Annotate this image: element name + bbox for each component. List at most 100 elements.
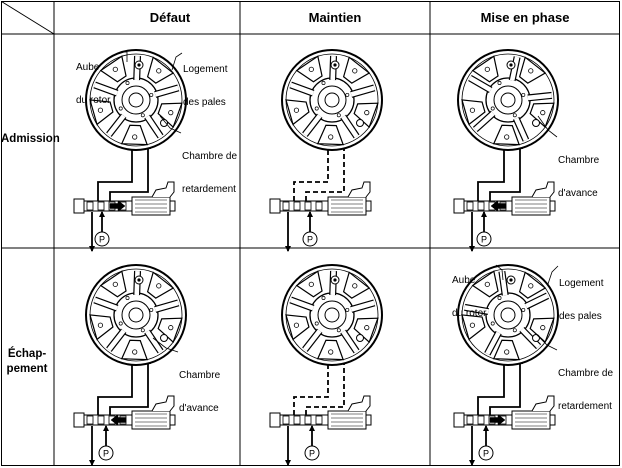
hub-hole xyxy=(490,106,495,111)
exhaust-hold-oil-control-valve xyxy=(269,395,372,430)
hub-hole xyxy=(140,113,145,118)
hub-hole xyxy=(490,321,495,326)
rotor-bore xyxy=(500,307,516,323)
rotor-vane-core xyxy=(520,327,541,349)
bolt-hole xyxy=(484,66,490,72)
valve-endcap xyxy=(453,198,465,214)
pump-label: P xyxy=(481,235,487,245)
rotor-vane-core xyxy=(303,114,322,137)
hub-hole xyxy=(512,328,517,333)
exhaust-default-spool-direction-arrow xyxy=(110,413,127,427)
spool-land xyxy=(293,415,301,425)
spool-land xyxy=(315,415,323,425)
bolt-hole xyxy=(528,283,534,289)
intake-phasing-oil-line-a xyxy=(477,141,507,201)
spool-land xyxy=(282,415,290,425)
bolt-hole xyxy=(156,68,162,74)
bolt-hole xyxy=(540,325,546,331)
column-header-hold: Maintien xyxy=(308,10,362,25)
rotor-vane-core xyxy=(527,93,552,101)
rotor-vane-core xyxy=(145,330,163,353)
bolt-hole xyxy=(132,349,138,355)
side-plug xyxy=(160,334,168,342)
label-vane-housing-line1: Logement xyxy=(183,64,228,75)
side-plug xyxy=(532,119,540,127)
rotor-vane-core xyxy=(145,115,163,138)
side-plug xyxy=(356,334,364,342)
intake-hold-oil-line-b xyxy=(305,144,345,201)
label-vane-housing-intake: Logement des pales xyxy=(183,42,227,130)
rotor-vane-core xyxy=(154,85,179,97)
leader-advance-chamber-intake xyxy=(537,115,558,138)
valve-endcap xyxy=(73,198,85,214)
exhaust-default-vtc-actuator xyxy=(85,264,187,366)
label-retard-chamber-intake: Chambre de retardement xyxy=(182,129,237,217)
rotor-bore xyxy=(324,92,340,108)
leader-vane-housing-exhaust xyxy=(547,265,559,285)
intake-default-oil-control-valve xyxy=(73,181,176,216)
rotor-bore xyxy=(324,307,340,323)
label-rotor-vane-intake: Aube du rotor xyxy=(76,40,110,128)
pump-circle xyxy=(302,231,318,247)
hub-hole xyxy=(497,296,502,300)
intake-phasing-oil-control-valve xyxy=(453,181,556,216)
bolt-hole xyxy=(540,110,546,116)
rotor-vane-core xyxy=(350,300,375,312)
label-vane-housing-line2: des pales xyxy=(183,97,226,108)
label-vane-housing-ex-line2: des pales xyxy=(559,311,602,322)
corner-diagonal xyxy=(1,1,55,35)
leader-rotor-vane-intake xyxy=(120,51,128,62)
rotor-vane-core xyxy=(93,82,118,96)
exhaust-default-oil-line-b xyxy=(109,358,151,415)
spool-land xyxy=(86,415,94,425)
lock-pin-center xyxy=(333,278,337,282)
rotor-vane-core xyxy=(93,297,118,311)
solenoid-cap xyxy=(365,414,372,426)
hub-hole xyxy=(336,113,341,118)
row-label-intake: Admission xyxy=(1,132,60,147)
rotor-vane-core xyxy=(289,297,314,311)
bolt-hole xyxy=(308,281,314,287)
hub-hole xyxy=(118,321,123,326)
label-rotor-vane-ex-line1: Aube xyxy=(452,275,476,286)
pump-label: P xyxy=(307,235,313,245)
spool-land xyxy=(304,415,312,425)
rotor-vane-core xyxy=(107,329,126,352)
lock-pin-center xyxy=(333,63,337,67)
spool-land xyxy=(466,415,474,425)
bolt-hole xyxy=(293,107,300,113)
label-rotor-vane-exhaust: Aube du rotor xyxy=(452,253,486,341)
bolt-hole xyxy=(364,325,370,331)
electrical-connector xyxy=(151,395,175,412)
exhaust-phasing-spool-direction-arrow xyxy=(489,413,506,427)
hub-hole xyxy=(125,296,130,300)
hub-hole xyxy=(321,81,326,85)
bolt-hole xyxy=(352,283,358,289)
rotor-bore xyxy=(128,92,144,108)
electrical-connector xyxy=(531,395,555,412)
hub-hole xyxy=(521,307,526,312)
label-advance-chamber-intake: Chambre d'avance xyxy=(558,133,599,221)
rotor-vane-core xyxy=(509,56,520,81)
intake-phasing-oil-line-b xyxy=(489,143,523,201)
label-advance-chamber-exhaust: Chambre d'avance xyxy=(179,348,220,436)
rotor-vane-core xyxy=(485,331,501,355)
rotor-vane-core xyxy=(154,300,179,312)
bolt-hole xyxy=(112,281,118,287)
spool-land xyxy=(97,201,105,211)
label-retard-chamber-exhaust: Chambre de retardement xyxy=(558,346,613,434)
label-advance-chamber-ex-line2: d'avance xyxy=(179,403,219,414)
rotor-vane-core xyxy=(341,330,359,353)
bolt-hole xyxy=(97,107,104,113)
exhaust-hold-oil-line-b xyxy=(305,359,345,415)
side-plug xyxy=(356,119,364,127)
label-rotor-vane-ex-line2: du rotor xyxy=(452,308,487,319)
electrical-connector xyxy=(347,181,371,198)
bolt-hole xyxy=(352,68,358,74)
bolt-hole xyxy=(469,107,476,113)
exhaust-hold-oil-pump: P xyxy=(304,445,320,461)
valve-endcap xyxy=(73,412,85,428)
row-label-intake-line1: Admission xyxy=(1,133,60,145)
pump-circle xyxy=(476,231,492,247)
bolt-hole xyxy=(97,322,104,328)
